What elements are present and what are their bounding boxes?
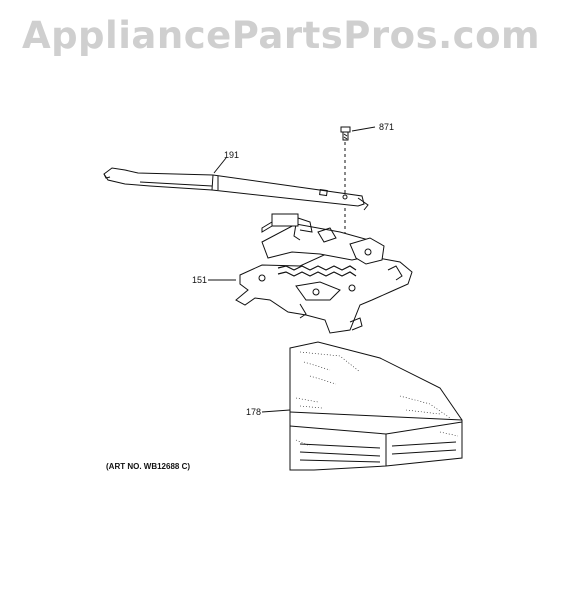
leader-178 bbox=[261, 409, 291, 413]
latch-assembly-151[interactable] bbox=[235, 213, 413, 334]
callout-178: 178 bbox=[246, 407, 262, 417]
callout-871: 871 bbox=[379, 122, 395, 132]
insulation-178[interactable] bbox=[289, 341, 463, 471]
leader-871 bbox=[351, 126, 376, 132]
callout-191: 191 bbox=[224, 150, 240, 160]
callout-151: 151 bbox=[192, 275, 208, 285]
art-number: (ART NO. WB12688 C) bbox=[106, 462, 191, 471]
handle-191[interactable] bbox=[103, 167, 369, 211]
screw-871[interactable] bbox=[340, 126, 351, 141]
watermark: AppliancePartsPros.com bbox=[21, 14, 541, 57]
leader-191 bbox=[213, 157, 227, 174]
